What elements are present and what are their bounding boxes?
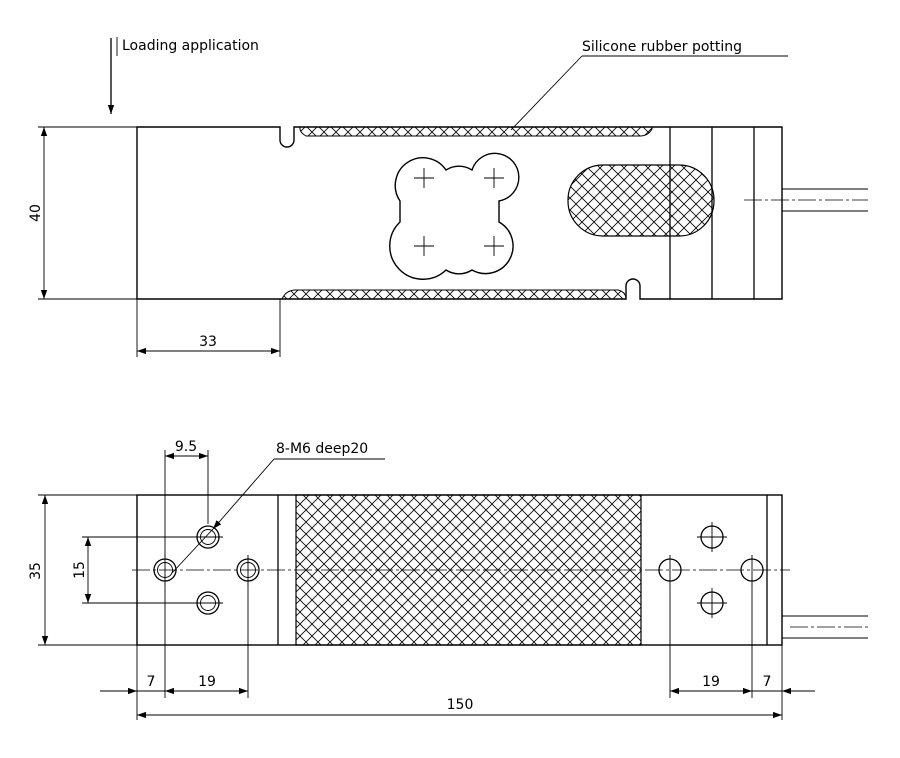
thread-callout-text: 8-M6 deep20 xyxy=(276,441,368,457)
dim-19-right-text: 19 xyxy=(702,674,720,690)
dim-width-33 xyxy=(136,299,281,357)
dim-width-35 xyxy=(38,494,137,646)
potting-strip-bottom xyxy=(281,289,627,300)
side-cable xyxy=(744,188,868,212)
side-body-outline xyxy=(136,126,783,300)
dim-35-text: 35 xyxy=(28,562,44,580)
silicone-leader xyxy=(510,55,788,131)
dim-15-text: 15 xyxy=(72,561,88,579)
dim-spacing-15 xyxy=(82,536,196,604)
right-hole-group xyxy=(658,522,764,618)
dim-offset-9-5 xyxy=(164,450,209,557)
dim-7-left-text: 7 xyxy=(147,674,156,690)
dim-9-5-text: 9.5 xyxy=(175,439,197,455)
dim-33-text: 33 xyxy=(199,334,217,350)
loading-application-label: Loading application xyxy=(122,38,259,54)
bottom-extension-lines xyxy=(136,584,783,720)
dim-19-left-text: 19 xyxy=(198,674,216,690)
dim-7-right-text: 7 xyxy=(763,674,772,690)
top-cable xyxy=(782,615,868,639)
thread-callout-leader xyxy=(171,458,385,574)
loading-arrow xyxy=(107,37,118,114)
strain-cavity xyxy=(389,152,520,280)
top-view: 8-M6 deep20 9.5 35 15 xyxy=(28,439,868,720)
side-view: Loading application Silicone rubber pott… xyxy=(28,37,868,357)
dim-40-text: 40 xyxy=(28,204,44,222)
left-hole-group xyxy=(153,525,260,615)
cable-slot-potting xyxy=(567,164,715,237)
potting-strip-top xyxy=(299,126,653,137)
cavity-center-marks xyxy=(414,168,504,256)
dim-150-text: 150 xyxy=(447,697,474,713)
silicone-potting-label: Silicone rubber potting xyxy=(582,39,742,55)
dim-height-40 xyxy=(38,126,137,300)
